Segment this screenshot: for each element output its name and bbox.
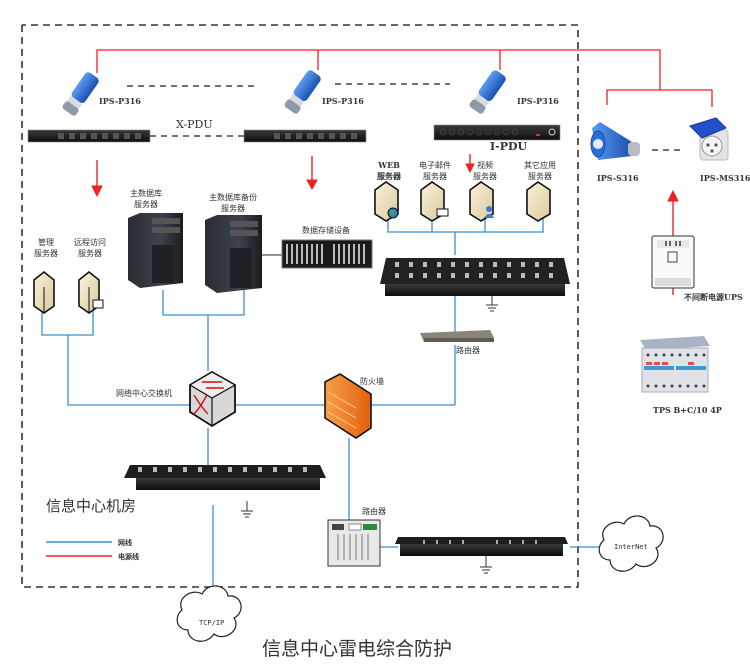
- other-server-label: 其它应用服务器: [524, 161, 556, 181]
- router-chassis-icon: [327, 519, 381, 567]
- outlet-hole: [228, 467, 232, 472]
- machine-room-boundary: [21, 24, 579, 588]
- outlet-hole: [465, 273, 469, 278]
- outlet-hole: [437, 273, 441, 278]
- outlet-hole: [423, 273, 427, 278]
- outlet-hole: [213, 467, 217, 472]
- outlet-hole: [409, 262, 413, 267]
- outlet-hole: [423, 262, 427, 267]
- patch-panel-2u-icon: [380, 258, 570, 312]
- legend-power-label: 电源线: [118, 552, 139, 561]
- core-switch-label: 网络中心交换机: [116, 389, 172, 398]
- remote-server-label: 远程访问服务器: [74, 238, 106, 258]
- mail-server-label: 电子邮件服务器: [419, 161, 451, 181]
- plug-label: IPS-P316: [322, 96, 364, 106]
- machine-room-label: 信息中心机房: [46, 497, 137, 515]
- plug-label: IPS-P316: [99, 96, 141, 106]
- i-pdu-strip: [433, 124, 561, 141]
- outlet-hole: [493, 273, 497, 278]
- x-pdu-strip-right: [243, 129, 367, 143]
- outlet-hole: [549, 262, 553, 267]
- router-bottom-label: 路由器: [362, 507, 386, 516]
- outlet-hole: [243, 467, 247, 472]
- outlet-hole: [479, 262, 483, 267]
- video-server-label: 视频服务器: [473, 161, 497, 181]
- x-pdu-strip-left: [27, 129, 151, 143]
- outlet-hole: [198, 467, 202, 472]
- outlet-hole: [183, 467, 187, 472]
- video-server-icon: [469, 181, 494, 222]
- ups-icon: [651, 235, 695, 289]
- outlet-hole: [465, 262, 469, 267]
- x-pdu-label: X-PDU: [176, 118, 213, 131]
- socket-s316-label: IPS-S316: [597, 173, 639, 183]
- outlet-hole: [521, 273, 525, 278]
- storage-array-icon: [281, 239, 373, 269]
- firewall-icon: [324, 373, 372, 439]
- outlet-hole: [168, 467, 172, 472]
- outlet-hole: [437, 262, 441, 267]
- management-server-label: 管理服务器: [34, 238, 58, 258]
- management-server-icon: [33, 270, 55, 314]
- plug-icon: [62, 72, 99, 116]
- plug-icon: [284, 70, 321, 114]
- plug-icon: [469, 70, 506, 114]
- router-top-label: 路由器: [456, 346, 480, 355]
- outlet-hole: [409, 273, 413, 278]
- outlet-hole: [549, 273, 553, 278]
- diagram-title: 信息中心雷电综合防护: [262, 638, 453, 660]
- tcpip-cloud-icon: [176, 585, 242, 642]
- mail-server-icon: [420, 181, 449, 222]
- backup-db-server-icon: [205, 215, 262, 293]
- outlet-hole: [288, 467, 292, 472]
- outlet-hole: [451, 262, 455, 267]
- remote-access-server-icon: [78, 270, 104, 314]
- backup-db-server-label: 主数据库备份服务器: [209, 193, 257, 213]
- internet-cloud-icon: [598, 515, 664, 572]
- outlet-hole: [479, 273, 483, 278]
- surge-pdu-strip-icon: [395, 537, 568, 574]
- tcpip-label: TCP/IP: [199, 619, 225, 627]
- core-switch-icon: [188, 370, 237, 428]
- outlet-hole: [493, 262, 497, 267]
- outlet-hole: [507, 273, 511, 278]
- outlet-hole: [258, 467, 262, 472]
- storage-label: 数据存储设备: [302, 226, 350, 235]
- internet-label: InterNet: [614, 543, 648, 551]
- power-lines: [96, 49, 713, 107]
- patch-panel-1u-icon: [124, 465, 326, 518]
- ups-label: 不间断电源UPS: [684, 292, 743, 302]
- outlet-hole: [507, 262, 511, 267]
- outlet-hole: [395, 273, 399, 278]
- main-db-server-label: 主数据库服务器: [130, 189, 162, 209]
- industrial-socket-icon: [590, 122, 640, 160]
- outlet-hole: [273, 467, 277, 472]
- link-dashes: [127, 83, 685, 151]
- network-lines: [41, 213, 602, 598]
- outlet-hole: [535, 273, 539, 278]
- socket-ms316-label: IPS-MS316: [700, 173, 750, 183]
- surge-protector-icon: [640, 336, 710, 393]
- outlet-hole: [451, 273, 455, 278]
- outlet-hole: [138, 467, 142, 472]
- plug-label: IPS-P316: [517, 96, 559, 106]
- web-server-icon: [374, 181, 399, 222]
- outlet-hole: [303, 467, 307, 472]
- legend-lines: [46, 541, 112, 557]
- outlet-hole: [535, 262, 539, 267]
- tps-label: TPS B+C/10 4P: [653, 405, 722, 415]
- outlet-hole: [521, 262, 525, 267]
- router-device-icon: [420, 330, 494, 342]
- other-app-server-icon: [526, 181, 551, 222]
- i-pdu-label: I-PDU: [490, 140, 528, 153]
- firewall-label: 防火墙: [360, 377, 384, 386]
- outlet-hole: [153, 467, 157, 472]
- main-db-server-icon: [128, 213, 183, 288]
- wall-socket-icon: [689, 117, 729, 161]
- legend-network-label: 网线: [118, 538, 132, 547]
- outlet-hole: [395, 262, 399, 267]
